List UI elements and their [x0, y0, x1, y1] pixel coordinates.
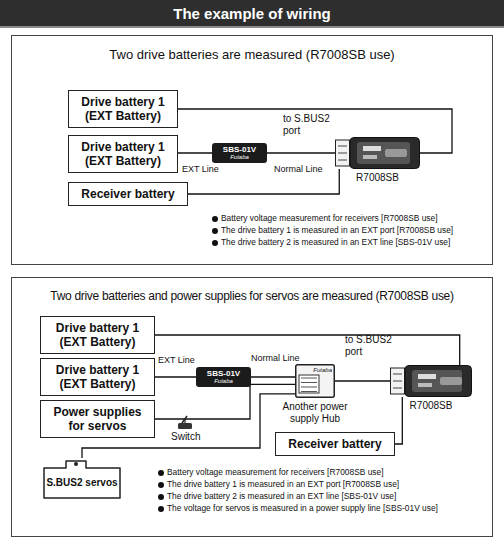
battery-box: Receiver battery [68, 182, 188, 206]
port-note: to S.BUS2 port [283, 113, 339, 136]
node-label: Drive battery 1 (EXT Battery) [75, 95, 171, 124]
battery-box: Drive battery 1 (EXT Battery) [40, 358, 155, 396]
bullet-note: The drive battery 1 is measured in an EX… [158, 480, 399, 490]
wire [178, 152, 212, 153]
sensor-module: SBS-01VFutaba [212, 143, 267, 163]
port-note: to S.BUS2 port [345, 334, 401, 357]
node-label: Futaba [196, 378, 251, 384]
wire-label: Normal Line [273, 164, 324, 174]
receiver: R7008SB [390, 365, 472, 397]
node-label: SBS-01V [212, 146, 267, 154]
wire [155, 376, 196, 377]
part-name: Another power supply Hub [276, 401, 354, 424]
wire [251, 376, 295, 377]
node-label: Receiver battery [75, 187, 181, 201]
servo-icon: S.BUS2 servos [42, 458, 122, 500]
wire-label: EXT Line [181, 164, 220, 174]
wire [155, 335, 460, 365]
bullet-note: The voltage for servos is measured in a … [158, 504, 438, 514]
node-label: S.BUS2 servos [46, 477, 118, 489]
page-title: The example of wiring [0, 5, 504, 22]
part-name: R7008SB [325, 172, 430, 183]
bullet-note: The drive battery 2 is measured in an EX… [158, 492, 396, 502]
battery-box: Drive battery 1 (EXT Battery) [68, 135, 178, 173]
node-label: Futaba [313, 367, 332, 373]
recv-drawing [390, 365, 472, 397]
node-label: Drive battery 1 (EXT Battery) [47, 321, 148, 350]
power-supply-box: Power supplies for servos [40, 400, 155, 438]
wire [267, 152, 335, 153]
battery-box: Drive battery 1 (EXT Battery) [68, 90, 178, 128]
node-label: Power supplies for servos [47, 405, 148, 434]
receiver: R7008SB [335, 137, 420, 169]
node-label: Receiver battery [282, 437, 388, 451]
battery-box: Receiver battery [275, 432, 395, 456]
part-name: R7008SB [380, 400, 482, 411]
bullet-note: The drive battery 2 is measured in an EX… [212, 238, 450, 248]
node-label: Drive battery 1 (EXT Battery) [47, 363, 148, 392]
battery-box: Drive battery 1 (EXT Battery) [40, 316, 155, 354]
power-hub: FutabaAnother power supply Hub [295, 364, 335, 398]
wire [395, 397, 402, 444]
wire-label: EXT Line [157, 355, 196, 365]
wire [335, 380, 390, 381]
node-label: SBS-01V [196, 370, 251, 378]
panel-title: Two drive batteries are measured (R7008S… [12, 36, 492, 62]
bullet-note: Battery voltage measurement for receiver… [212, 214, 437, 224]
panel-title: Two drive batteries and power supplies f… [12, 278, 492, 303]
node-label: Drive battery 1 (EXT Battery) [75, 140, 171, 169]
bullet-note: The drive battery 1 is measured in an EX… [212, 226, 453, 236]
switch-symbol [178, 416, 192, 429]
sensor-module: SBS-01VFutaba [196, 367, 251, 387]
node-label: Futaba [212, 154, 267, 160]
wire [155, 384, 295, 419]
wire-label: Normal Line [250, 353, 301, 363]
bullet-note: Battery voltage measurement for receiver… [158, 468, 383, 478]
switch-label: Switch [171, 431, 200, 443]
recv-drawing [335, 137, 420, 169]
